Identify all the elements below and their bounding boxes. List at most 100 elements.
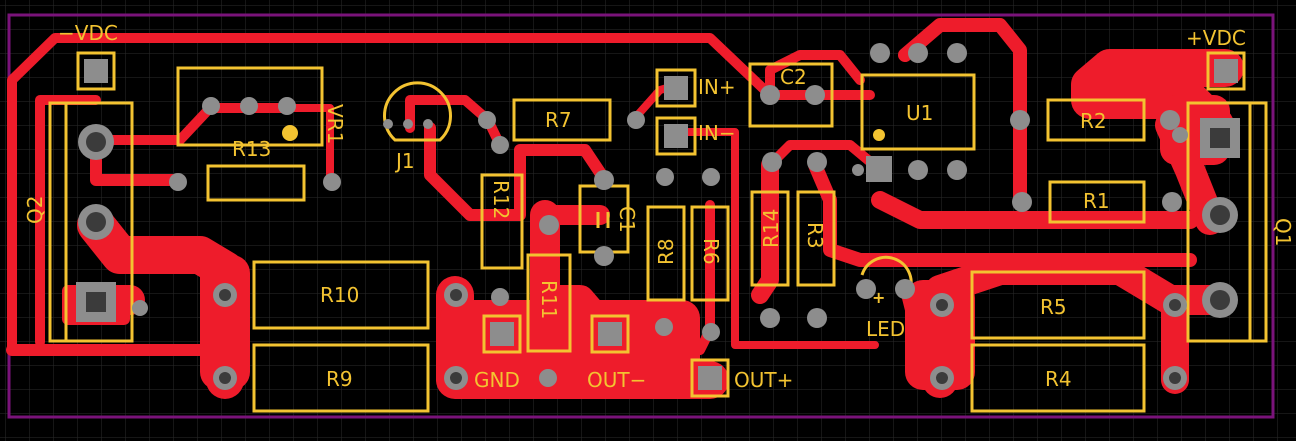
pad-gnd-round <box>539 369 557 387</box>
label-r2: R2 <box>1080 109 1107 133</box>
r13-body <box>206 164 306 202</box>
label-c1: C1 <box>615 206 639 233</box>
trace-q1-base <box>871 191 1199 229</box>
led-body <box>860 255 913 291</box>
label-vr1: VR1 <box>323 104 347 144</box>
pos-vdc-box <box>1206 51 1246 91</box>
pad-u1-top2 <box>908 43 928 63</box>
pad-r11-bot <box>491 288 509 306</box>
hole-r10-a <box>219 289 231 301</box>
label-r6: R6 <box>699 238 723 265</box>
pad-r7-b <box>627 111 645 129</box>
pad-r14-top <box>762 152 782 172</box>
label-r13: R13 <box>232 137 271 161</box>
copper-fill-r4 <box>905 280 975 390</box>
label-r9: R9 <box>326 367 353 391</box>
pad-in-minus <box>664 124 688 148</box>
trace-j1 <box>405 95 505 150</box>
hole-r9-b <box>450 372 462 384</box>
pad-r8-bot <box>655 318 673 336</box>
label-r5: R5 <box>1040 295 1067 319</box>
r8-body <box>646 205 686 302</box>
r6-body <box>690 205 730 302</box>
r3-body <box>796 190 836 287</box>
pad-r6-top <box>702 168 720 186</box>
q2-body <box>48 101 134 343</box>
trace-u1-top <box>898 18 1027 207</box>
hole-r9-a <box>219 372 231 384</box>
pad-r6-bot <box>702 323 720 341</box>
pad-r13-a <box>169 173 187 191</box>
pad-c1-bot <box>594 246 614 266</box>
pad-pos-vdc <box>1214 59 1238 83</box>
out-minus-box <box>590 314 630 354</box>
trace-r14-r3 <box>765 140 885 175</box>
pad-vr1-2 <box>240 97 258 115</box>
pad-out-plus <box>698 366 722 390</box>
label-r14: R14 <box>759 209 783 248</box>
in-plus-box <box>655 68 697 108</box>
neg-vdc-box <box>76 51 116 91</box>
pad-vr1-1 <box>202 97 220 115</box>
q1-body <box>1186 101 1268 343</box>
label-in-minus: IN− <box>698 121 736 145</box>
label-neg-vdc: −VDC <box>58 21 118 45</box>
r9-body <box>252 343 430 413</box>
u1-body <box>860 73 976 151</box>
pad-r3-bot <box>807 308 827 328</box>
r5-body <box>970 270 1146 340</box>
hole-r5-b <box>1169 299 1181 311</box>
trace-vr1-right <box>286 104 334 186</box>
label-r8: R8 <box>654 238 678 265</box>
label-pos-vdc: +VDC <box>1186 26 1246 50</box>
hole-r4-a <box>936 372 948 384</box>
trace-left-vertical <box>35 95 101 347</box>
label-q2: Q2 <box>23 196 47 224</box>
pad-c2-b <box>805 85 825 105</box>
vr1-body <box>176 66 324 147</box>
label-r4: R4 <box>1045 367 1072 391</box>
pads <box>76 43 1240 390</box>
label-led: LED <box>866 317 905 341</box>
pad-j1-1 <box>383 119 393 129</box>
pad-u1-side <box>852 164 864 176</box>
pad-u1-b3 <box>947 160 967 180</box>
pad-c1-top <box>594 170 614 190</box>
copper-fill-r9 <box>200 255 250 390</box>
label-out-minus: OUT− <box>587 368 646 392</box>
pad-r12-top <box>491 136 509 154</box>
pad-r1-b <box>1162 192 1182 212</box>
trace-in-minus <box>674 128 879 349</box>
label-r11: R11 <box>537 280 561 319</box>
pad-led-a <box>856 279 876 299</box>
trace-r3-col <box>808 158 1197 267</box>
r2-body <box>1046 98 1146 142</box>
label-r1: R1 <box>1083 189 1110 213</box>
hole-q2-square <box>86 292 106 312</box>
pad-r1-a <box>1012 192 1032 212</box>
trace-r14-bottom <box>751 156 779 304</box>
pad-r3-top <box>807 152 827 172</box>
pad-vr1-3 <box>278 97 296 115</box>
trace-top <box>7 33 875 355</box>
label-r7: R7 <box>545 108 572 132</box>
pad-r7-a <box>478 111 496 129</box>
pad-r2-b <box>1160 110 1180 130</box>
r10-body <box>252 260 430 330</box>
trace-c2-u1 <box>765 50 865 100</box>
pad-q1-small <box>1172 127 1188 143</box>
r12-body <box>480 173 524 270</box>
u1-pin1-dot <box>873 129 885 141</box>
pad-neg-vdc <box>84 59 108 83</box>
pad-u1-top1 <box>870 43 890 63</box>
hole-q2-1 <box>86 132 106 152</box>
pad-u1-b2 <box>908 160 928 180</box>
pad-in-plus <box>664 76 688 100</box>
c2-body <box>748 62 834 128</box>
pad-r8-top <box>656 168 674 186</box>
label-j1: J1 <box>394 149 415 173</box>
label-gnd: GND <box>474 368 520 392</box>
label-in-plus: IN+ <box>698 75 736 99</box>
label-c2: C2 <box>780 65 807 89</box>
pad-q2-small <box>132 300 148 316</box>
